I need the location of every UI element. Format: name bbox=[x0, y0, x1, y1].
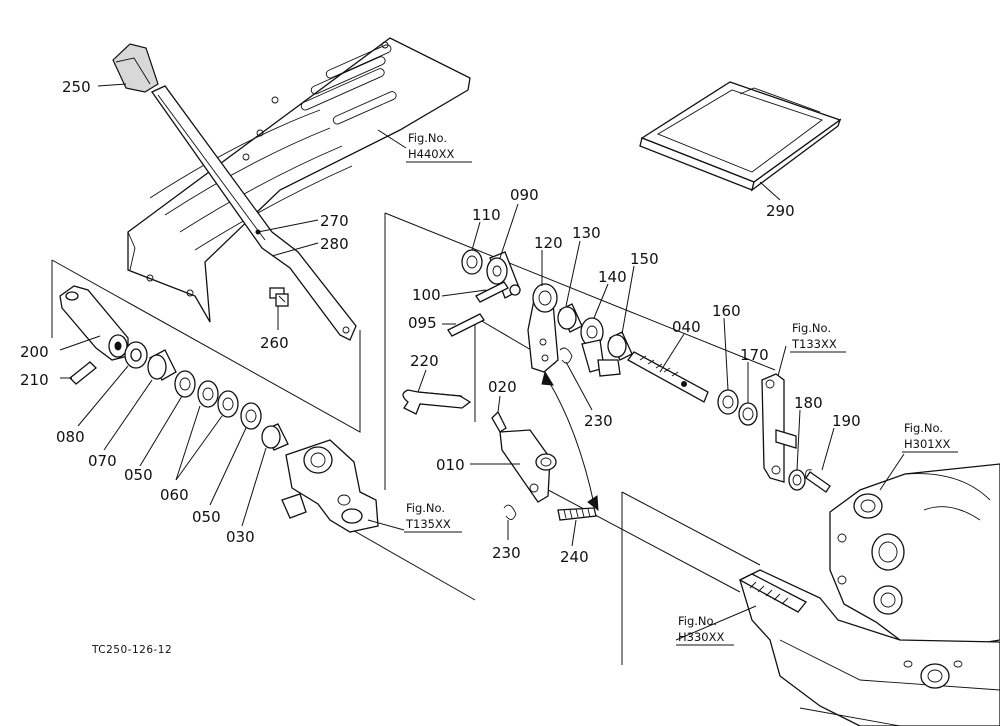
pins-100-095 bbox=[447, 281, 509, 337]
bracket-t133 bbox=[761, 373, 797, 483]
arm-140 bbox=[580, 317, 621, 377]
label-230-left: 230 bbox=[492, 544, 521, 562]
document-code: TC250-126-12 bbox=[91, 644, 172, 656]
label-080: 080 bbox=[56, 428, 85, 446]
label-220: 220 bbox=[410, 352, 439, 370]
fig-ref-h301: Fig.No. H301XX bbox=[902, 421, 958, 453]
arm-200 bbox=[59, 285, 129, 361]
cotter-pin-190 bbox=[805, 469, 831, 493]
lever-knob bbox=[112, 43, 159, 93]
fig-ref-h330: Fig.No. H330XX bbox=[676, 614, 734, 646]
fig-ref-h440: Fig.No. H440XX bbox=[406, 131, 472, 163]
figure-references: Fig.No. H440XX Fig.No. T133XX Fig.No. H3… bbox=[404, 131, 958, 646]
svg-text:T133XX: T133XX bbox=[791, 337, 837, 351]
label-010: 010 bbox=[436, 456, 465, 474]
pin-210 bbox=[69, 361, 97, 385]
rod-220 bbox=[402, 389, 472, 415]
label-280: 280 bbox=[320, 235, 349, 253]
label-060: 060 bbox=[160, 486, 189, 504]
label-090: 090 bbox=[510, 186, 539, 204]
svg-text:T135XX: T135XX bbox=[405, 517, 451, 531]
svg-text:Fig.No.: Fig.No. bbox=[678, 614, 717, 628]
svg-text:Fig.No.: Fig.No. bbox=[406, 501, 445, 515]
arm-010 bbox=[499, 429, 557, 503]
transmission-case bbox=[829, 463, 1000, 651]
washer-110 bbox=[461, 249, 483, 275]
spring-240 bbox=[557, 507, 597, 521]
shift-lever bbox=[151, 85, 357, 341]
label-290: 290 bbox=[766, 202, 795, 220]
label-150: 150 bbox=[630, 250, 659, 268]
arm-120 bbox=[527, 283, 559, 373]
rear-axle-housing bbox=[738, 569, 1000, 726]
bushing-070 bbox=[147, 349, 177, 381]
label-130: 130 bbox=[572, 224, 601, 242]
label-120: 120 bbox=[534, 234, 563, 252]
label-240: 240 bbox=[560, 548, 589, 566]
label-100: 100 bbox=[412, 286, 441, 304]
svg-text:Fig.No.: Fig.No. bbox=[792, 321, 831, 335]
lever-guide-plate bbox=[127, 37, 471, 323]
bolt-260 bbox=[269, 287, 289, 307]
label-050-upper: 050 bbox=[124, 466, 153, 484]
bushing-030 bbox=[261, 423, 289, 451]
label-110: 110 bbox=[472, 206, 501, 224]
snap-pins-230 bbox=[503, 347, 573, 520]
fig-ref-t133: Fig.No. T133XX bbox=[790, 321, 846, 353]
washers-050-060 bbox=[174, 370, 262, 430]
shaft-040 bbox=[627, 351, 709, 403]
washer-180 bbox=[788, 469, 806, 491]
label-160: 160 bbox=[712, 302, 741, 320]
fig-ref-t135: Fig.No. T135XX bbox=[404, 501, 462, 533]
svg-text:Fig.No.: Fig.No. bbox=[904, 421, 943, 435]
circlip-170 bbox=[738, 402, 758, 426]
label-030: 030 bbox=[226, 528, 255, 546]
label-140: 140 bbox=[598, 268, 627, 286]
boss-090 bbox=[486, 251, 521, 299]
motion-arrow bbox=[541, 370, 599, 512]
label-190: 190 bbox=[832, 412, 861, 430]
label-250: 250 bbox=[62, 78, 91, 96]
label-070: 070 bbox=[88, 452, 117, 470]
pin-020 bbox=[491, 410, 507, 433]
collar-080 bbox=[124, 341, 148, 369]
part-number-labels: 250 270 280 260 200 210 080 070 050 060 … bbox=[20, 78, 861, 566]
label-200: 200 bbox=[20, 343, 49, 361]
reference-lines bbox=[51, 212, 776, 665]
housing-t135 bbox=[281, 439, 379, 533]
label-020: 020 bbox=[488, 378, 517, 396]
label-270: 270 bbox=[320, 212, 349, 230]
svg-text:H440XX: H440XX bbox=[408, 147, 454, 161]
bushing-130 bbox=[557, 303, 583, 333]
label-230-right: 230 bbox=[584, 412, 613, 430]
label-050-lower: 050 bbox=[192, 508, 221, 526]
leader-lines bbox=[59, 83, 905, 641]
svg-text:Fig.No.: Fig.No. bbox=[408, 131, 447, 145]
label-095: 095 bbox=[408, 314, 437, 332]
label-170: 170 bbox=[740, 346, 769, 364]
label-210: 210 bbox=[20, 371, 49, 389]
washer-160 bbox=[717, 389, 739, 415]
operators-manual bbox=[639, 81, 842, 192]
svg-text:H301XX: H301XX bbox=[904, 437, 950, 451]
label-260: 260 bbox=[260, 334, 289, 352]
bushing-150 bbox=[607, 331, 633, 361]
label-040: 040 bbox=[672, 318, 701, 336]
svg-text:H330XX: H330XX bbox=[678, 630, 724, 644]
label-180: 180 bbox=[794, 394, 823, 412]
